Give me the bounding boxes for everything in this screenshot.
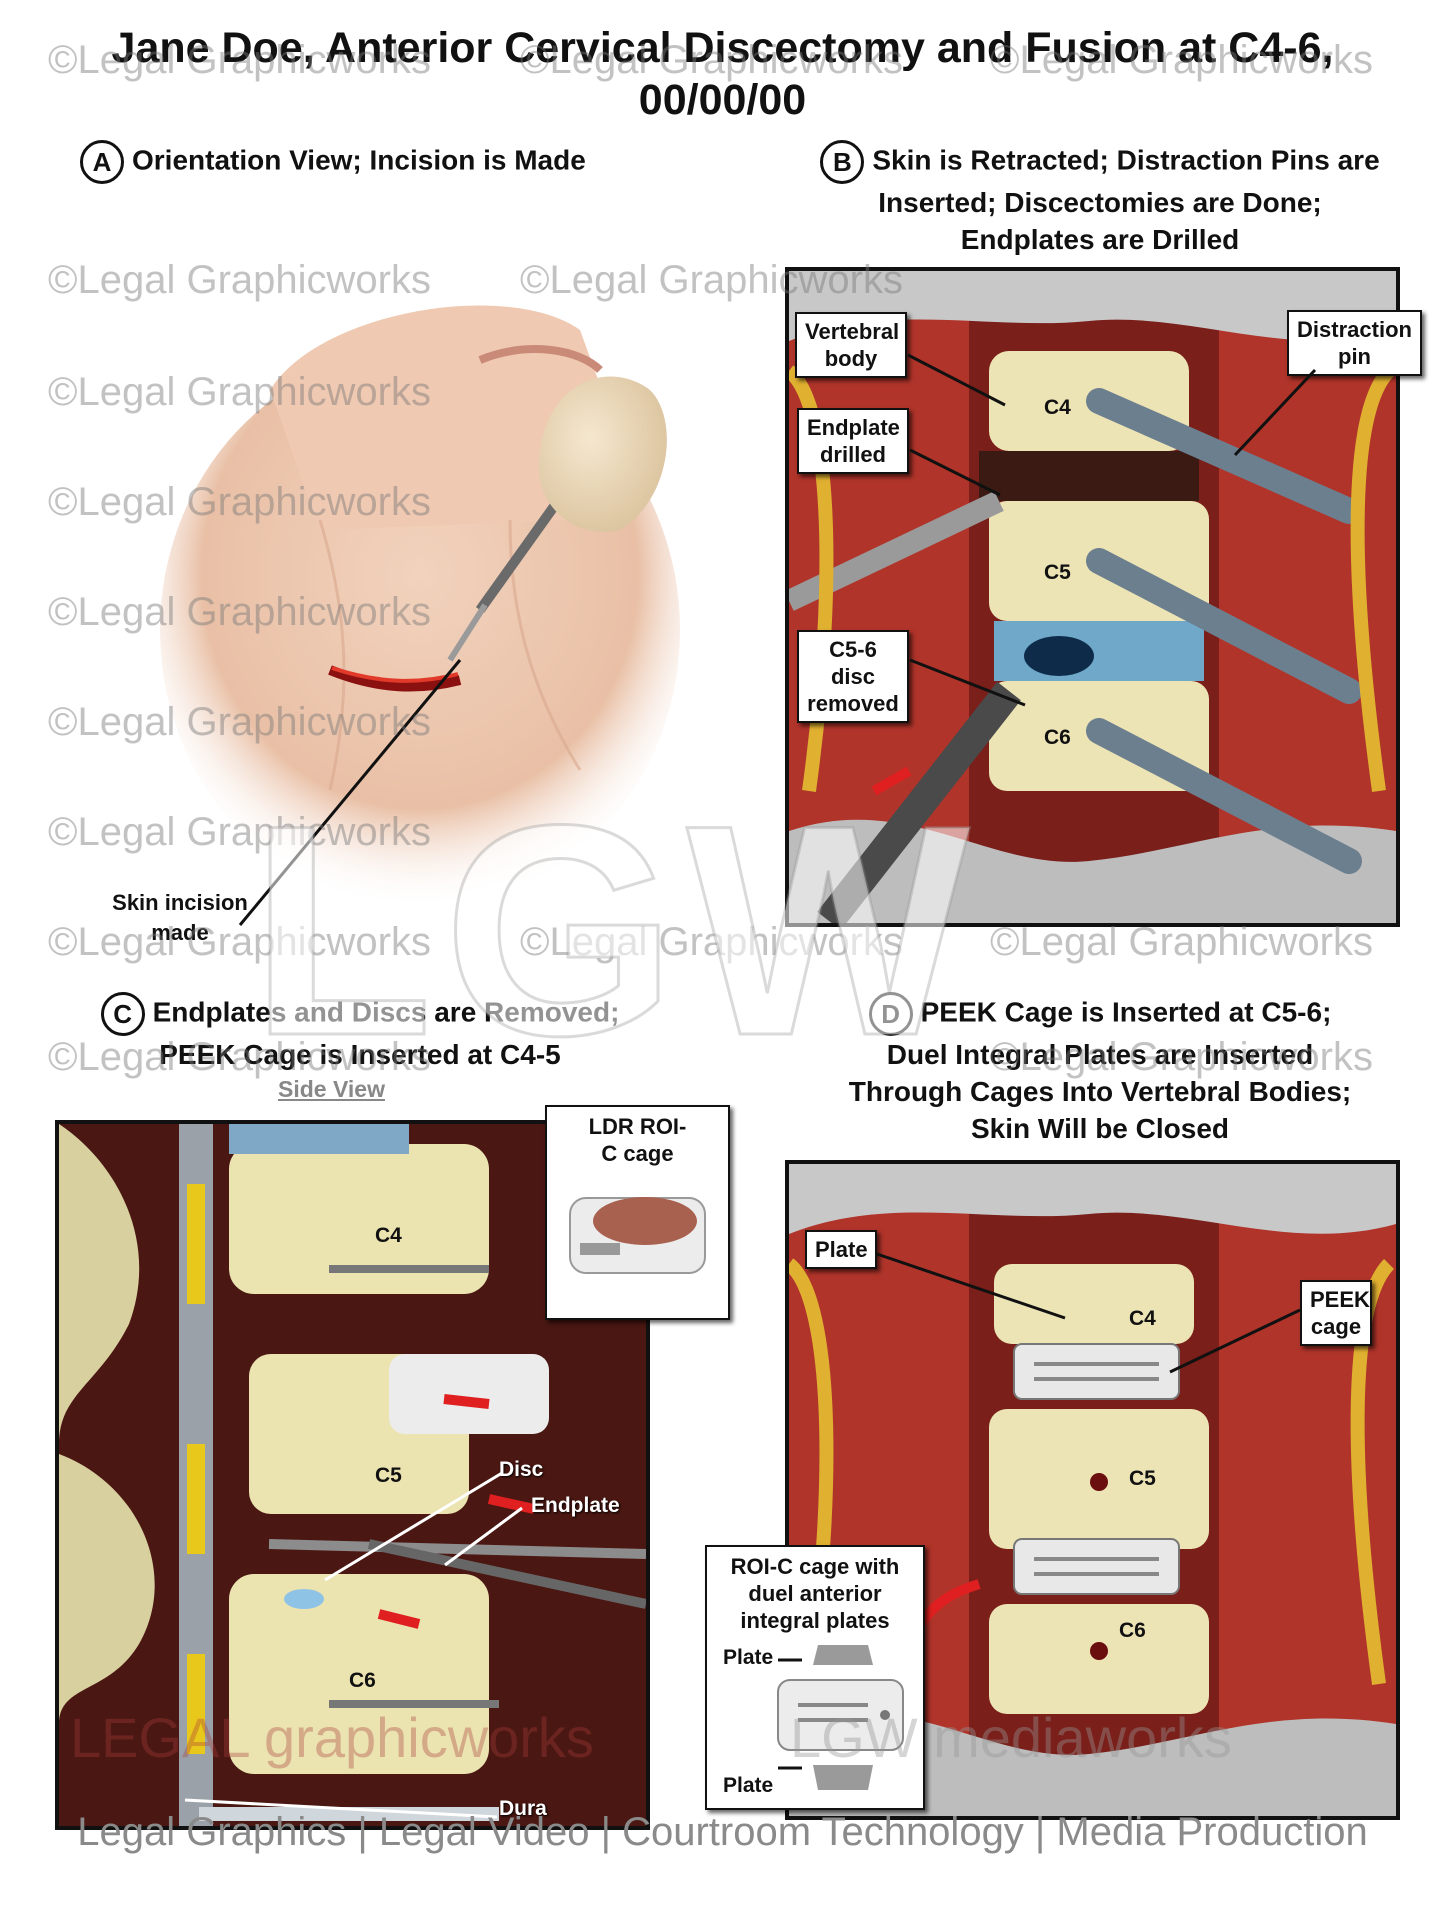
disc-removed-label: C5-6 disc removed <box>797 630 909 723</box>
panel-d-title-line-4: Skin Will be Closed <box>970 1113 1229 1144</box>
lgw-watermark-logo: LGW <box>249 762 980 1098</box>
panel-b-image: C4 C5 C6 <box>785 267 1400 927</box>
watermark-row-5-a: ©Legal Graphicworks <box>48 590 431 634</box>
panel-c-title-line-1: Endplates and Discs are Removed; <box>152 996 620 1028</box>
dura-label: Dura <box>499 1797 547 1820</box>
peek-cage-label: PEEK cage <box>1300 1280 1372 1346</box>
watermark-row-6-a: ©Legal Graphicworks <box>48 700 431 744</box>
watermark-row-2-a: ©Legal Graphicworks <box>48 258 431 302</box>
panel-d-vertebra-c5: C5 <box>1129 1467 1156 1490</box>
panel-c-vertebra-c5: C5 <box>375 1464 402 1487</box>
panel-a-badge: A <box>80 140 124 184</box>
distraction-pin-label: Distraction pin <box>1287 310 1422 376</box>
panel-c-title-line-2: PEEK Cage is Inserted at C4-5 <box>159 1039 561 1070</box>
endplate-drilled-label: Endplate drilled <box>797 408 909 474</box>
panel-d-title-line-3: Through Cages Into Vertebral Bodies; <box>848 1076 1352 1107</box>
inset-plate-top-label: Plate <box>723 1646 774 1669</box>
panel-b-vertebra-c5: C5 <box>1044 561 1071 584</box>
panel-d-badge: D <box>868 992 913 1036</box>
inset-plate-bottom-label: Plate <box>723 1774 774 1797</box>
panel-b-title-line-1: Skin is Retracted; Distraction Pins are <box>872 144 1380 176</box>
watermark-row-1-b: ©Legal Graphicworks <box>520 38 903 82</box>
panel-b-vertebra-c4: C4 <box>1044 396 1071 419</box>
panel-d-vertebra-c6: C6 <box>1119 1619 1146 1642</box>
plate-label: Plate <box>805 1230 877 1269</box>
panel-c-badge: C <box>100 992 145 1036</box>
disc-label: Disc <box>499 1458 544 1481</box>
watermark-row-7-a: ©Legal Graphicworks <box>48 810 431 854</box>
panel-b-badge: B <box>820 140 865 184</box>
title-line-1: Jane Doe, Anterior Cervical Discectomy a… <box>111 24 1334 72</box>
panel-c-vertebra-c6: C6 <box>349 1669 376 1692</box>
watermark-row-1-c: ©Legal Graphicworks <box>990 38 1373 82</box>
watermark-row-2-b: ©Legal Graphicworks <box>520 258 903 302</box>
watermark-row-8-a: ©Legal Graphicworks <box>48 920 431 964</box>
roi-c-cage-icon <box>777 1645 904 1790</box>
panel-b-title-line-2: Inserted; Discectomies are Done; <box>878 187 1322 218</box>
watermark-row-4-a: ©Legal Graphicworks <box>48 480 431 524</box>
side-view-label: Side View <box>278 1076 385 1102</box>
panel-d-vertebra-c4: C4 <box>1129 1307 1156 1330</box>
ldr-cage-inset-label: LDR ROI-C cage <box>588 1114 687 1166</box>
watermark-row-8-b: ©Legal Graphicworks <box>520 920 903 964</box>
panel-b-vertebra-c6: C6 <box>1044 726 1071 749</box>
lgw-mediaworks-brand: LGW mediaworks <box>790 1706 1232 1769</box>
endplate-label: Endplate <box>531 1494 620 1517</box>
page-title: Jane Doe, Anterior Cervical Discectomy a… <box>0 22 1445 126</box>
roi-c-cage-inset-title: ROI-C cage with duel anterior integral p… <box>730 1554 900 1633</box>
neck-illustration <box>150 270 710 910</box>
panel-d-title-line-2: Duel Integral Plates are Inserted <box>886 1039 1314 1070</box>
panel-b-title-line-3: Endplates are Drilled <box>960 224 1240 255</box>
watermark-row-1-a: ©Legal Graphicworks <box>48 38 431 82</box>
watermark-row-9-a: ©Legal Graphicworks <box>48 1035 431 1079</box>
title-line-2: 00/00/00 <box>638 76 807 124</box>
legal-graphicworks-brand: LEGAL graphicworks <box>70 1706 594 1769</box>
watermark-row-8-c: ©Legal Graphicworks <box>990 920 1373 964</box>
panel-c-vertebra-c4: C4 <box>375 1224 402 1247</box>
watermark-row-3-a: ©Legal Graphicworks <box>48 370 431 414</box>
footer-tagline: Legal Graphics | Legal Video | Courtroom… <box>77 1810 1368 1854</box>
watermark-row-9-c: ©Legal Graphicworks <box>990 1035 1373 1079</box>
ldr-cage-icon <box>569 1197 706 1274</box>
skin-incision-label: Skin incision made <box>112 890 248 945</box>
vertebral-body-label: Vertebral body <box>795 312 907 378</box>
panel-a-title-text: Orientation View; Incision is Made <box>132 144 586 176</box>
roi-c-cage-inset: ROI-C cage with duel anterior integral p… <box>705 1545 925 1810</box>
ldr-cage-inset: LDR ROI-C cage <box>545 1105 730 1320</box>
panel-d-title-line-1: PEEK Cage is Inserted at C5-6; <box>920 996 1332 1028</box>
